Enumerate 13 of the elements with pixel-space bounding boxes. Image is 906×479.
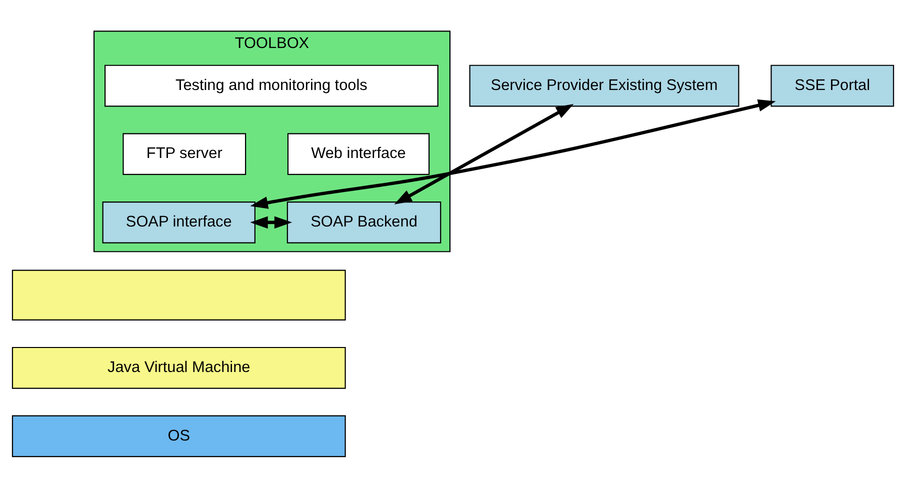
node-box: SSE Portal	[770, 64, 894, 107]
node-box: Java Virtual Machine	[12, 346, 346, 389]
node-box: SOAP interface	[102, 201, 256, 244]
node-box: FTP server	[122, 133, 246, 176]
node-box: Web interface	[287, 133, 430, 176]
arrow	[250, 216, 292, 229]
node-box: Service Provider Existing System	[469, 64, 740, 107]
node-box: SOAP Backend	[286, 201, 442, 244]
arrow	[250, 99, 776, 209]
node-bar	[12, 270, 346, 320]
node-box: Testing and monitoring tools	[104, 64, 438, 107]
arrow	[394, 104, 574, 204]
node-box: OS	[12, 415, 346, 458]
